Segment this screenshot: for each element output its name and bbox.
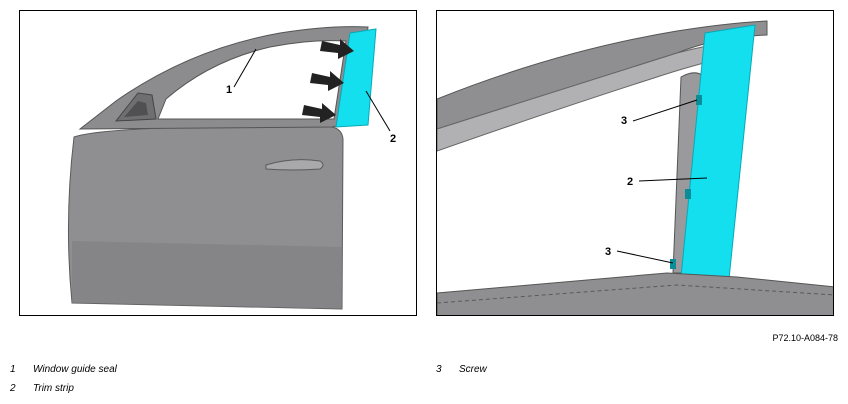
- arrow-icon: [310, 71, 344, 91]
- callout-3-upper: 3: [621, 115, 627, 127]
- door-handle: [265, 159, 324, 171]
- legend-label: Window guide seal: [33, 364, 117, 375]
- door-overview-illustration: 1 2: [19, 10, 417, 316]
- legend-item: 2 Trim strip: [10, 383, 74, 394]
- callout-3-lower: 3: [605, 246, 611, 258]
- legend-label: Screw: [459, 364, 487, 375]
- door-sill: [437, 272, 833, 315]
- screw-upper: [696, 95, 702, 105]
- trim-strip-highlight: [335, 28, 377, 128]
- legend-number: 1: [10, 364, 16, 375]
- window-opening: [157, 40, 347, 120]
- arrow-icon: [302, 103, 336, 123]
- callout-2: 2: [627, 176, 633, 188]
- trim-strip-detail-illustration: 3 2 3: [436, 10, 834, 316]
- callout-1: 1: [226, 84, 232, 96]
- legend-number: 2: [10, 383, 16, 394]
- figure-reference: P72.10-A084-78: [772, 333, 838, 343]
- screw-middle: [685, 189, 691, 199]
- arrow-icon: [320, 39, 354, 59]
- legend-item: 1 Window guide seal: [10, 364, 117, 375]
- arrow-icons: [302, 39, 354, 123]
- legend-number: 3: [436, 364, 442, 375]
- legend-label: Trim strip: [33, 383, 74, 394]
- screw-lower: [670, 259, 676, 269]
- callout-2: 2: [390, 133, 396, 145]
- legend-item: 3 Screw: [436, 364, 487, 375]
